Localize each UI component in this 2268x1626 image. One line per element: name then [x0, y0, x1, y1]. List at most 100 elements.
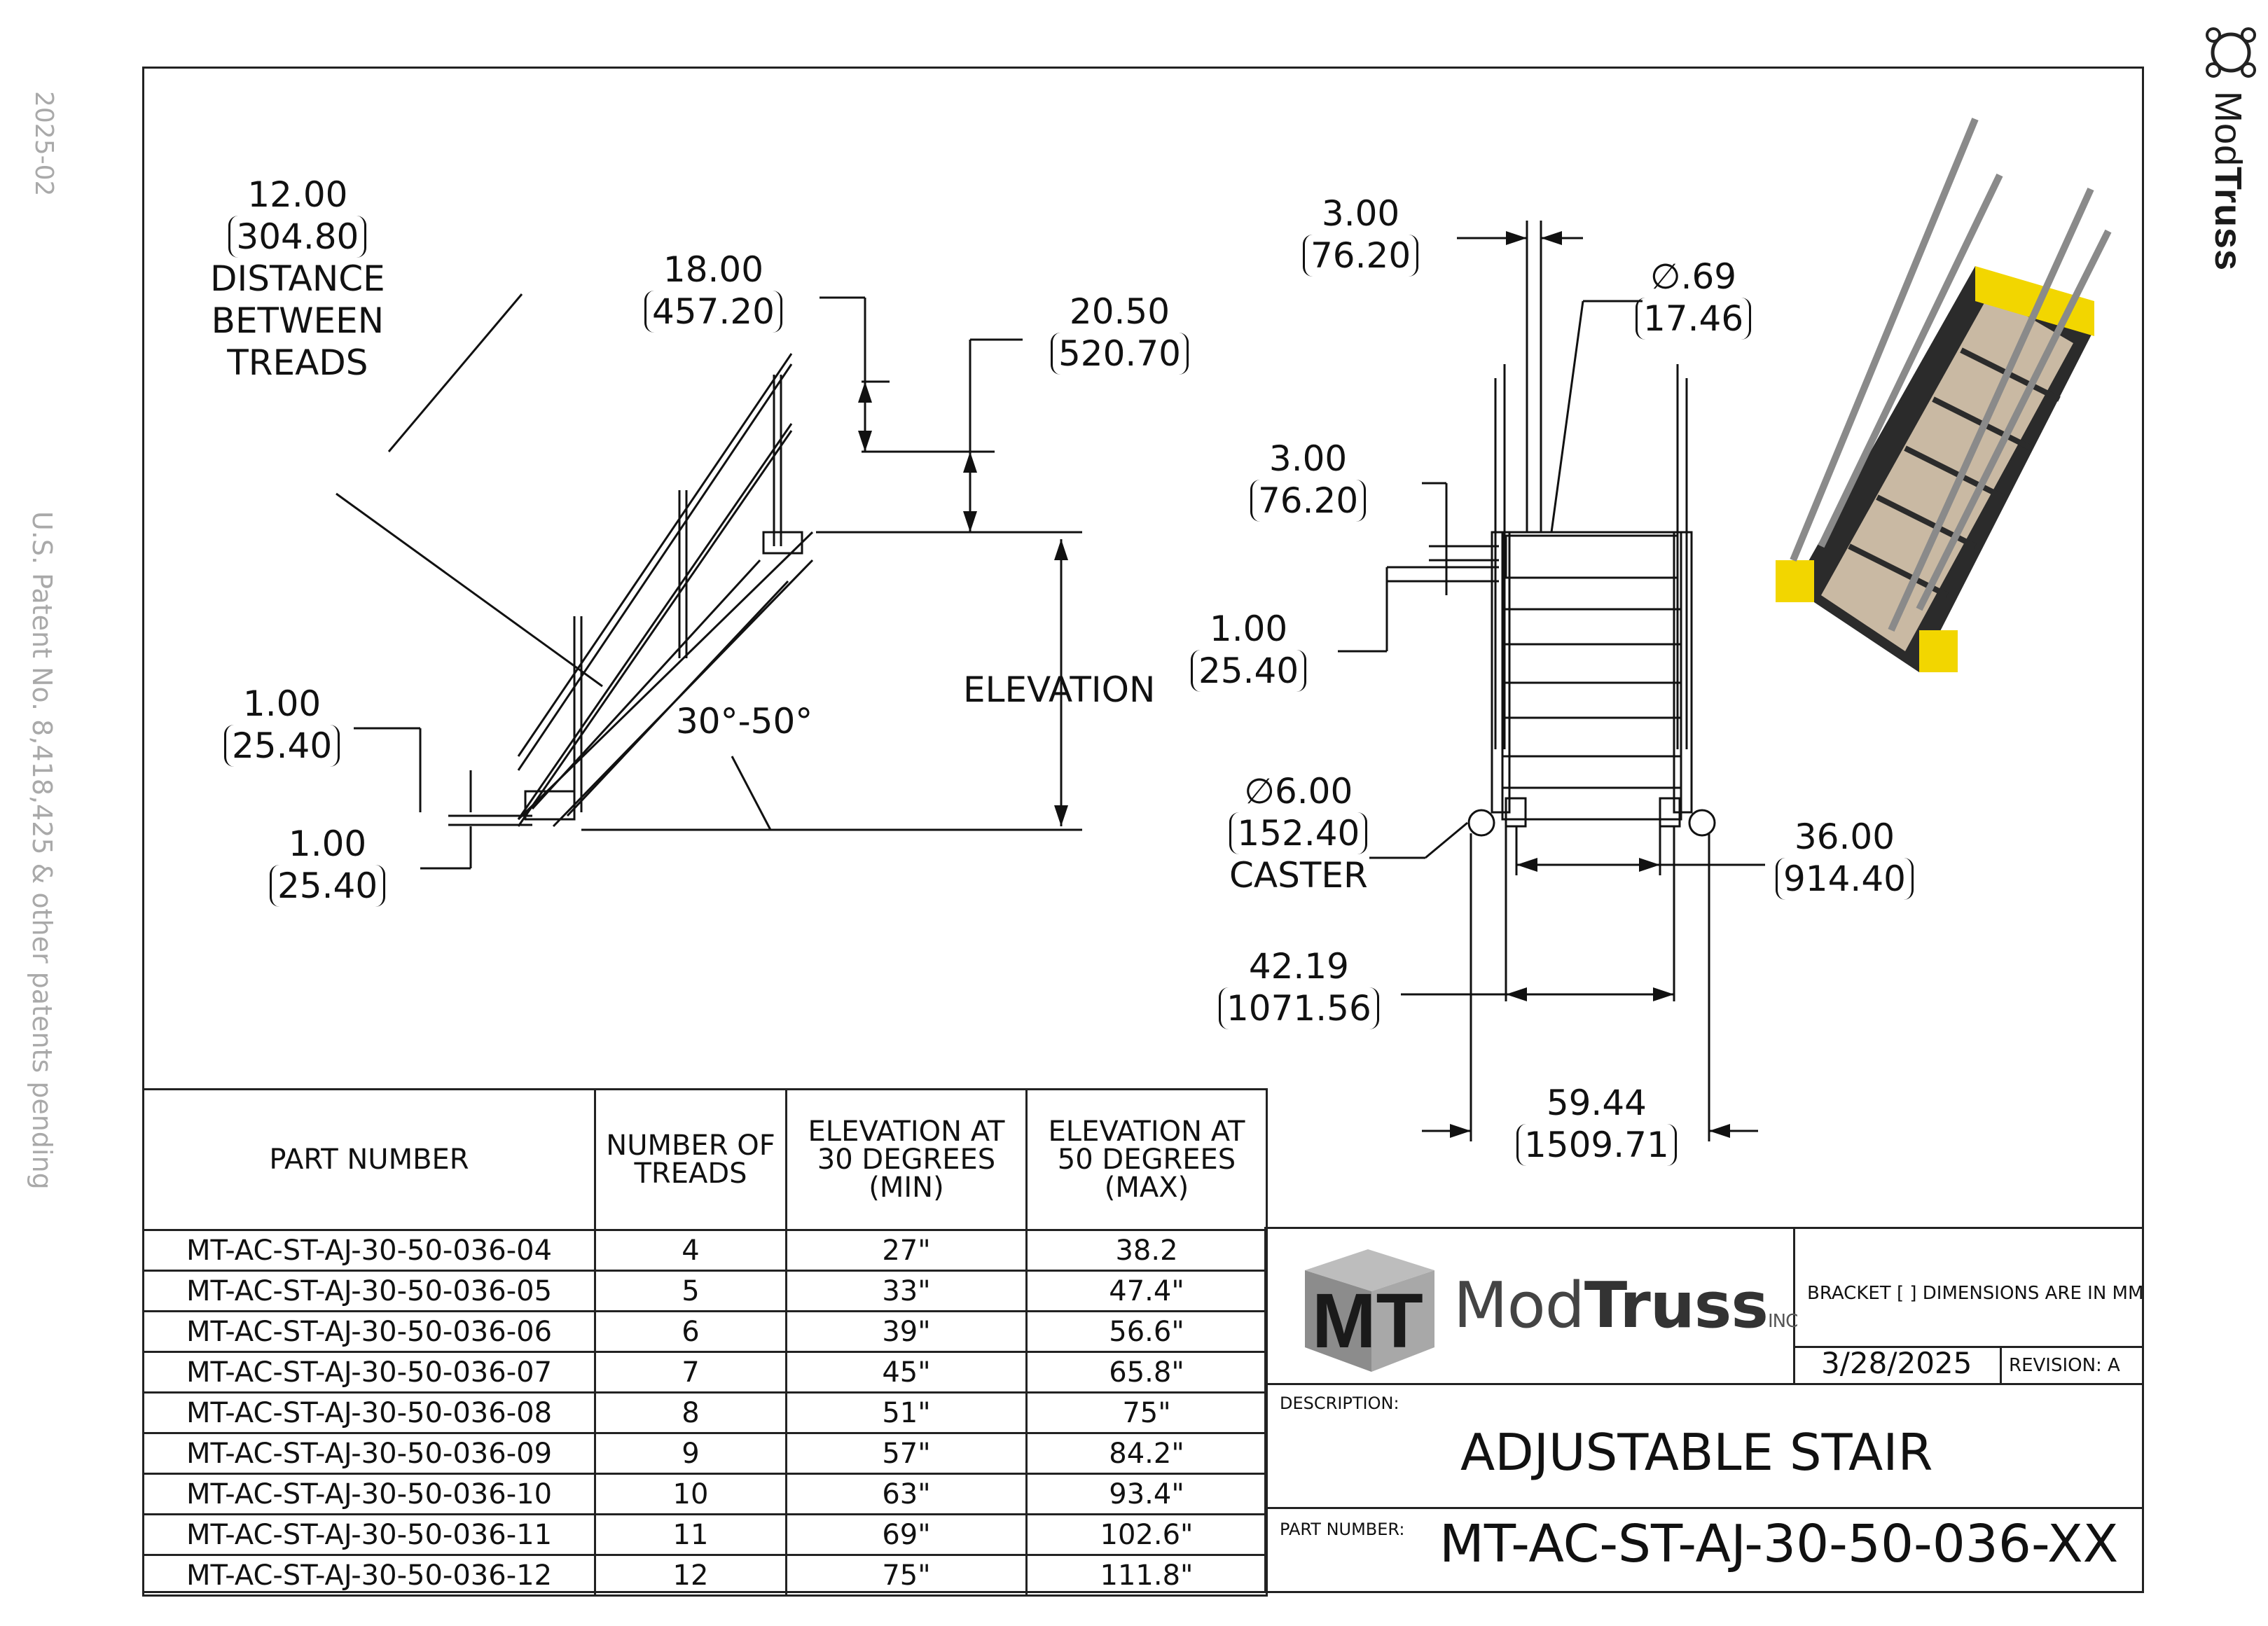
dim-foot-lower: 1.00 25.40 — [270, 823, 386, 907]
drawing-date: 3/28/2025 — [1821, 1346, 1972, 1380]
dim-tread-gap-mm: 304.80 — [228, 216, 367, 258]
cell-elev-50: 38.2 — [1025, 1229, 1268, 1272]
dim-foot-lower-in: 1.00 — [288, 824, 367, 864]
cell-elev-30: 51" — [785, 1391, 1028, 1434]
dim-inner-width: 36.00 914.40 — [1776, 816, 1914, 900]
drawing-date-vertical: 2025-02 — [29, 91, 58, 197]
dim-foot-upper: 1.00 25.40 — [224, 683, 340, 767]
modtruss-logo-icon: MT — [1291, 1242, 1448, 1378]
dim-foot-lower-mm: 25.40 — [270, 865, 386, 907]
dim-inner-width-mm: 914.40 — [1776, 858, 1914, 900]
cell-part-number: MT-AC-ST-AJ-30-50-036-11 — [142, 1513, 596, 1556]
part-number-label: PART NUMBER: — [1280, 1520, 1405, 1539]
dim-deck-edge-in: 3.00 — [1268, 438, 1348, 479]
dim-mid-width-in: 42.19 — [1248, 946, 1349, 987]
cell-elev-50: 111.8" — [1025, 1554, 1268, 1597]
dim-foot-upper-mm: 25.40 — [224, 725, 340, 767]
side-view-dimensions — [336, 293, 1063, 870]
dim-mid-width: 42.19 1071.56 — [1219, 945, 1379, 1029]
description-label: DESCRIPTION: — [1280, 1394, 1399, 1413]
cell-elev-50: 56.6" — [1025, 1310, 1268, 1353]
dim-mid-width-mm: 1071.56 — [1219, 987, 1379, 1029]
dim-angle: 30°-50° — [676, 701, 813, 742]
cell-elev-30: 75" — [785, 1554, 1028, 1597]
logo-wordmark: ModTrussINC — [1453, 1269, 1798, 1342]
cell-elev-30: 69" — [785, 1513, 1028, 1556]
title-block: MT ModTrussINC BRACKET [ ] DIMENSIONS AR… — [1264, 1227, 2144, 1593]
dim-rail-mid: 20.50 520.70 — [1051, 291, 1189, 375]
dim-caster-in: ∅6.00 — [1244, 771, 1353, 812]
dim-rail-mid-in: 20.50 — [1069, 291, 1170, 332]
logo-word-light: Mod — [1453, 1269, 1585, 1342]
dim-deck-edge: 3.00 76.20 — [1250, 438, 1367, 522]
cell-part-number: MT-AC-ST-AJ-30-50-036-07 — [142, 1351, 596, 1394]
dim-tread-gap-in: 12.00 — [247, 174, 348, 215]
cell-treads: 7 — [594, 1351, 787, 1394]
logo-inc: INC — [1767, 1311, 1798, 1332]
brand-light: Mod — [2207, 91, 2249, 167]
dim-rail-top: 18.00 457.20 — [644, 249, 782, 333]
brand-bold: Truss — [2207, 167, 2249, 272]
parts-table: PART NUMBER NUMBER OF TREADS ELEVATION A… — [142, 1088, 1268, 1597]
revision: REVISION: A — [2009, 1355, 2120, 1376]
cell-elev-30: 63" — [785, 1473, 1028, 1515]
side-view-stair — [448, 353, 1082, 831]
dim-tread-gap-note3: TREADS — [227, 342, 368, 383]
dim-deck-edge-mm: 76.20 — [1250, 480, 1367, 522]
cell-elev-50: 93.4" — [1025, 1473, 1268, 1515]
cell-part-number: MT-AC-ST-AJ-30-50-036-04 — [142, 1229, 596, 1272]
cell-part-number: MT-AC-ST-AJ-30-50-036-10 — [142, 1473, 596, 1515]
cell-treads: 10 — [594, 1473, 787, 1515]
part-number-value: MT-AC-ST-AJ-30-50-036-XX — [1439, 1514, 2119, 1574]
cell-treads: 9 — [594, 1432, 787, 1475]
dim-outer-width: 59.44 1509.71 — [1516, 1082, 1677, 1166]
parts-table-header: PART NUMBER NUMBER OF TREADS ELEVATION A… — [142, 1088, 1268, 1231]
dim-rail-top-mm: 457.20 — [644, 291, 782, 333]
bracket-note: BRACKET [ ] DIMENSIONS ARE IN MM — [1807, 1283, 2144, 1304]
dim-outer-width-mm: 1509.71 — [1516, 1124, 1677, 1166]
cell-treads: 12 — [594, 1554, 787, 1597]
description-value: ADJUSTABLE STAIR — [1460, 1423, 1933, 1482]
cell-part-number: MT-AC-ST-AJ-30-50-036-05 — [142, 1270, 596, 1312]
cell-elev-50: 65.8" — [1025, 1351, 1268, 1394]
cell-elev-30: 57" — [785, 1432, 1028, 1475]
dim-elevation: ELEVATION — [963, 669, 1156, 710]
front-view-stair — [1467, 364, 1716, 837]
cell-elev-50: 84.2" — [1025, 1432, 1268, 1475]
cell-part-number: MT-AC-ST-AJ-30-50-036-12 — [142, 1554, 596, 1597]
cell-elev-50: 47.4" — [1025, 1270, 1268, 1312]
cell-part-number: MT-AC-ST-AJ-30-50-036-06 — [142, 1310, 596, 1353]
isometric-stair-render — [1776, 118, 2112, 672]
cell-elev-30: 33" — [785, 1270, 1028, 1312]
cell-elev-50: 102.6" — [1025, 1513, 1268, 1556]
cell-treads: 8 — [594, 1391, 787, 1434]
cell-part-number: MT-AC-ST-AJ-30-50-036-08 — [142, 1391, 596, 1434]
col-elev-30: ELEVATION AT 30 DEGREES (MIN) — [785, 1088, 1028, 1231]
dim-caster-label: CASTER — [1229, 855, 1368, 896]
dim-tread-gap-note2: BETWEEN — [211, 300, 385, 341]
dim-rail-mid-mm: 520.70 — [1051, 333, 1189, 375]
dim-post-width-mm: 76.20 — [1303, 235, 1419, 277]
logo-word-bold: Truss — [1584, 1269, 1769, 1342]
cell-treads: 5 — [594, 1270, 787, 1312]
dim-hole: ∅.69 17.46 — [1636, 256, 1752, 340]
cell-elev-30: 27" — [785, 1229, 1028, 1272]
brand-emblem-icon — [2199, 21, 2262, 88]
dim-deck-lip-in: 1.00 — [1209, 609, 1288, 649]
cell-treads: 6 — [594, 1310, 787, 1353]
dim-post-width-in: 3.00 — [1321, 193, 1400, 234]
dim-inner-width-in: 36.00 — [1794, 817, 1895, 857]
dim-tread-gap: 12.00 304.80 DISTANCE BETWEEN TREADS — [210, 174, 385, 384]
dim-caster-mm: 152.40 — [1229, 812, 1368, 854]
dim-post-width: 3.00 76.20 — [1303, 193, 1419, 277]
